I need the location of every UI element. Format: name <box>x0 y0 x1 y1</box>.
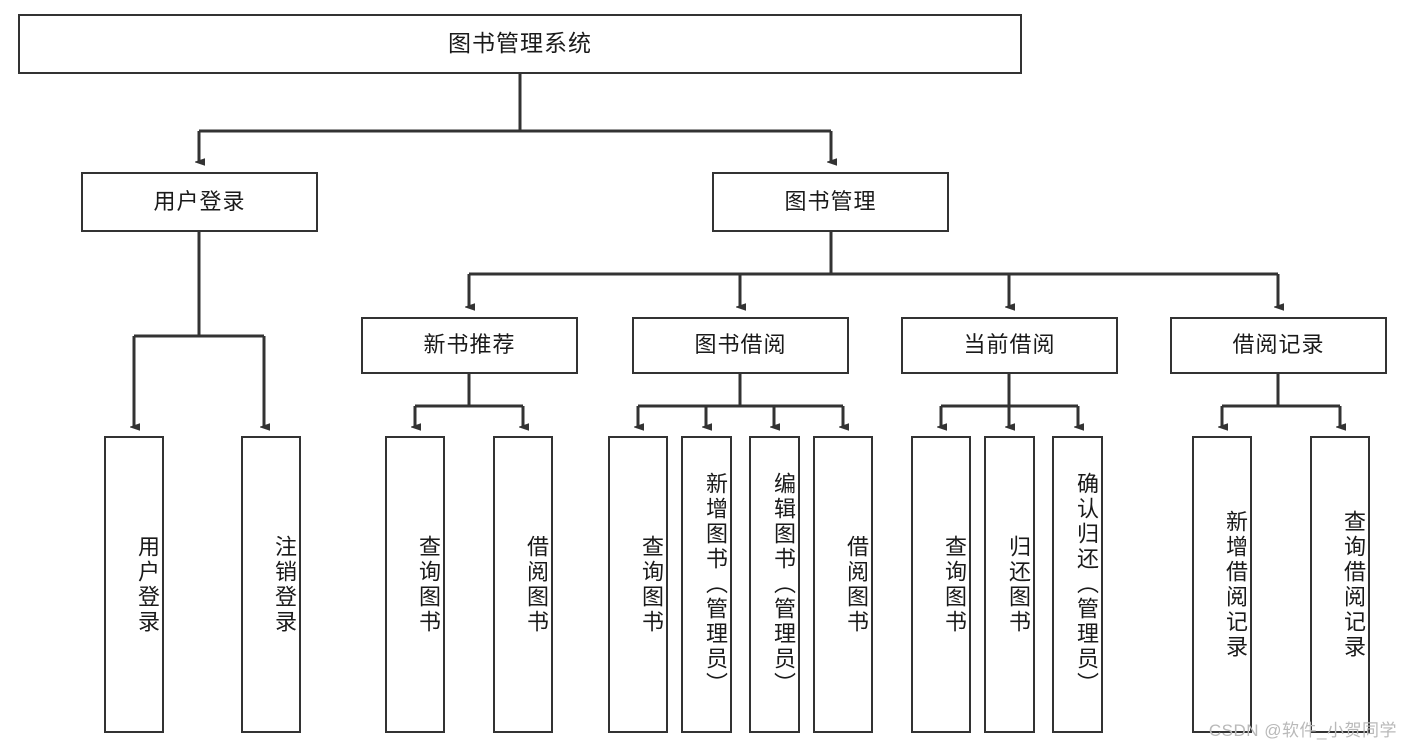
leaf-node-query-book-1[interactable]: 查询图书 <box>385 436 445 733</box>
node-book-manage-label: 图书管理 <box>784 188 877 214</box>
leaf-node-query-book-2[interactable]: 查询图书 <box>608 436 668 733</box>
leaf-node-user-login-label: 用户登录 <box>135 534 160 635</box>
leaf-node-edit-book-admin[interactable]: 编辑图书（管理员） <box>749 436 800 733</box>
node-borrow-record[interactable]: 借阅记录 <box>1170 317 1387 374</box>
node-borrow-record-label: 借阅记录 <box>1232 332 1325 358</box>
root-node-label: 图书管理系统 <box>448 30 592 57</box>
node-current-borrow[interactable]: 当前借阅 <box>901 317 1118 374</box>
watermark-text: CSDN @软件_小贺同学 <box>1208 721 1397 740</box>
leaf-node-borrow-book-1[interactable]: 借阅图书 <box>493 436 553 733</box>
leaf-node-logout-login[interactable]: 注销登录 <box>241 436 301 733</box>
leaf-node-query-borrow-record[interactable]: 查询借阅记录 <box>1310 436 1370 733</box>
leaf-node-confirm-return-admin[interactable]: 确认归还（管理员） <box>1052 436 1103 733</box>
node-book-manage[interactable]: 图书管理 <box>712 172 949 232</box>
leaf-node-borrow-book-2-label: 借阅图书 <box>844 534 869 635</box>
leaf-node-borrow-book-1-label: 借阅图书 <box>524 534 549 635</box>
leaf-node-edit-book-admin-label: 编辑图书（管理员） <box>771 472 796 697</box>
leaf-node-query-book-3[interactable]: 查询图书 <box>911 436 971 733</box>
leaf-node-return-book[interactable]: 归还图书 <box>984 436 1035 733</box>
node-book-borrow-label: 图书借阅 <box>694 332 787 358</box>
leaf-node-user-login[interactable]: 用户登录 <box>104 436 164 733</box>
node-user-login-label: 用户登录 <box>153 188 246 214</box>
leaf-node-add-book-admin-label: 新增图书（管理员） <box>703 472 728 697</box>
root-node-book-management-system[interactable]: 图书管理系统 <box>18 14 1022 74</box>
node-new-book-recommend-label: 新书推荐 <box>423 332 516 358</box>
leaf-node-add-borrow-record[interactable]: 新增借阅记录 <box>1192 436 1252 733</box>
leaf-node-add-borrow-record-label: 新增借阅记录 <box>1223 509 1248 660</box>
node-book-borrow[interactable]: 图书借阅 <box>632 317 849 374</box>
leaf-node-logout-login-label: 注销登录 <box>272 534 297 635</box>
leaf-node-query-book-3-label: 查询图书 <box>942 534 967 635</box>
node-current-borrow-label: 当前借阅 <box>963 332 1056 358</box>
leaf-node-add-book-admin[interactable]: 新增图书（管理员） <box>681 436 732 733</box>
leaf-node-confirm-return-admin-label: 确认归还（管理员） <box>1074 472 1099 697</box>
leaf-node-return-book-label: 归还图书 <box>1006 534 1031 635</box>
leaf-node-borrow-book-2[interactable]: 借阅图书 <box>813 436 873 733</box>
leaf-node-query-book-2-label: 查询图书 <box>639 534 664 635</box>
node-user-login[interactable]: 用户登录 <box>81 172 318 232</box>
leaf-node-query-book-1-label: 查询图书 <box>416 534 441 635</box>
leaf-node-query-borrow-record-label: 查询借阅记录 <box>1341 509 1366 660</box>
node-new-book-recommend[interactable]: 新书推荐 <box>361 317 578 374</box>
